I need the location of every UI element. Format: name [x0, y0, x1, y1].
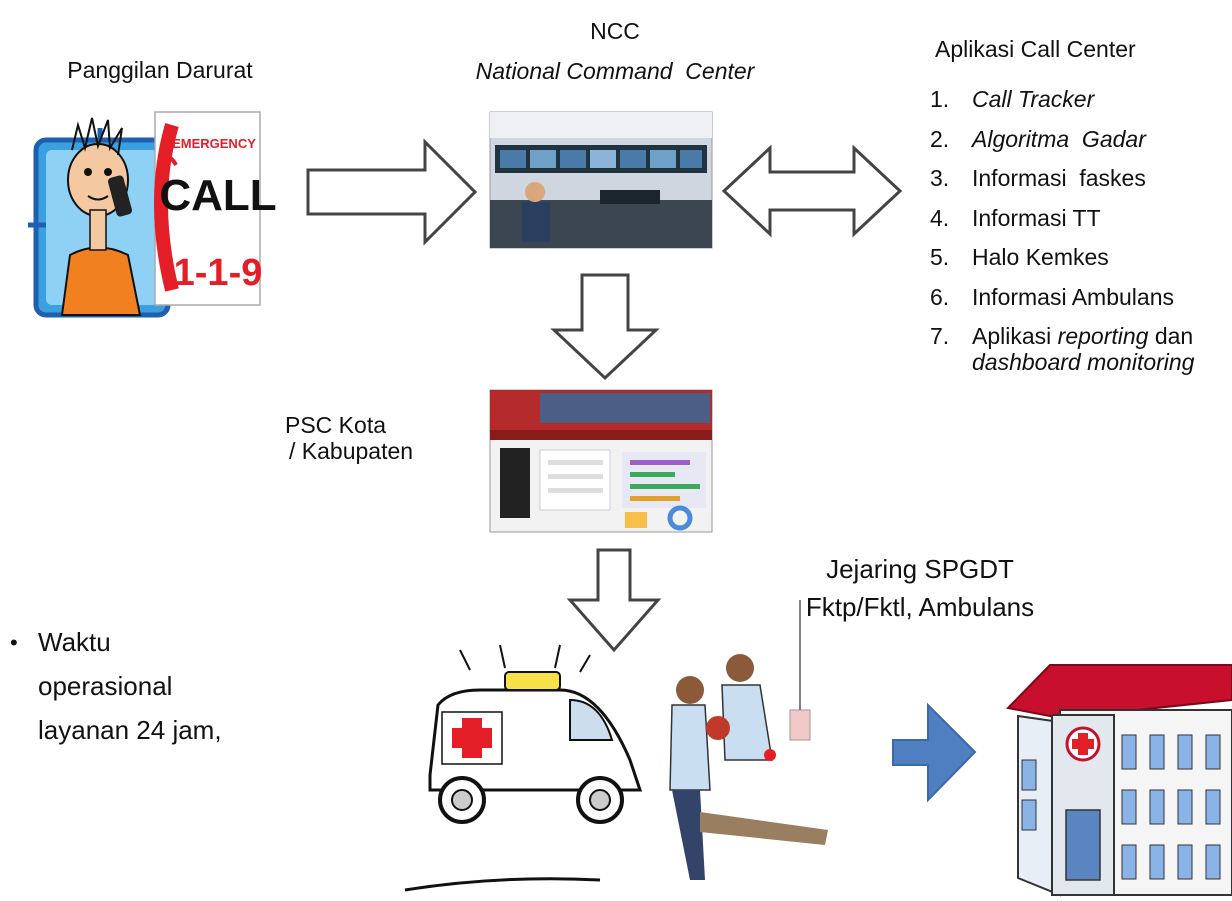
item-number: 6. [930, 283, 950, 310]
psc-dashboard-screenshot [489, 389, 713, 533]
hospital-building-icon [1005, 664, 1232, 897]
jejaring-title-line: Fktp/Fktl, Ambulans [805, 591, 1035, 622]
bullet-icon: • [10, 630, 18, 655]
ncc-subtitle: National Command Center [475, 58, 755, 84]
app-list-item: 6. Informasi Ambulans [930, 284, 1230, 324]
item-number: 2. [930, 125, 950, 152]
jejaring-title-line: Jejaring SPGDT [826, 554, 1014, 584]
app-list-item: 7. Aplikasi reporting dan dashboard moni… [930, 323, 1230, 376]
item-number: 5. [930, 244, 950, 270]
app-list-item: 1. Call Tracker [930, 86, 1230, 126]
app-list-title: Aplikasi Call Center [935, 36, 1136, 62]
item-label: Halo Kemkes [972, 244, 1109, 270]
psc-title: PSC Kota / Kabupaten [285, 412, 445, 465]
app-list-item: 5. Halo Kemkes [930, 244, 1230, 284]
double-arrow-icon [721, 144, 903, 238]
item-number: 7. [930, 323, 950, 349]
item-label: Informasi TT [972, 204, 1101, 231]
app-list-item: 4. Informasi TT [930, 205, 1230, 245]
item-label: Call Tracker [972, 86, 1095, 112]
paramedics-photo [665, 600, 835, 890]
svg-text:1-1-9: 1-1-9 [174, 252, 263, 294]
svg-text:CALL: CALL [159, 171, 276, 220]
note-line: Waktu [38, 627, 111, 657]
note-line: operasional [38, 671, 173, 701]
note-line: layanan 24 jam, [38, 715, 222, 745]
item-number: 4. [930, 204, 950, 231]
ncc-control-room-photo [489, 111, 713, 249]
caller-illustration [28, 117, 176, 318]
app-list-item: 2. Algoritma Gadar [930, 126, 1230, 166]
item-number: 1. [930, 86, 950, 112]
svg-text:EMERGENCY: EMERGENCY [172, 136, 256, 151]
arrow-down-icon [550, 273, 660, 381]
arrow-right-icon [306, 138, 478, 246]
item-label: Informasi faskes [972, 165, 1146, 191]
item-label: Algoritma Gadar [972, 125, 1146, 152]
jejaring-title: Jejaring SPGDT Fktp/Fktl, Ambulans [770, 554, 1070, 631]
psc-title-line: / Kabupaten [289, 438, 414, 465]
item-label: Informasi Ambulans [972, 283, 1174, 310]
ambulance-illustration [404, 644, 643, 892]
emergency-call-sign-icon: EMERGENCY CALL 1-1-9 [154, 111, 277, 306]
ncc-title: NCC [590, 18, 640, 44]
arrow-down-icon [566, 548, 662, 653]
item-number: 3. [930, 165, 950, 191]
app-list: 1. Call Tracker 2. Algoritma Gadar 3. In… [930, 86, 1230, 376]
item-label: Aplikasi reporting dan dashboard monitor… [972, 323, 1195, 376]
app-list-item: 3. Informasi faskes [930, 165, 1230, 205]
caller-title: Panggilan Darurat [67, 57, 253, 83]
arrow-right-blue-icon [892, 702, 977, 803]
operational-note: • Waktu operasional layanan 24 jam, [10, 627, 310, 760]
psc-title-line: PSC Kota [285, 412, 386, 438]
